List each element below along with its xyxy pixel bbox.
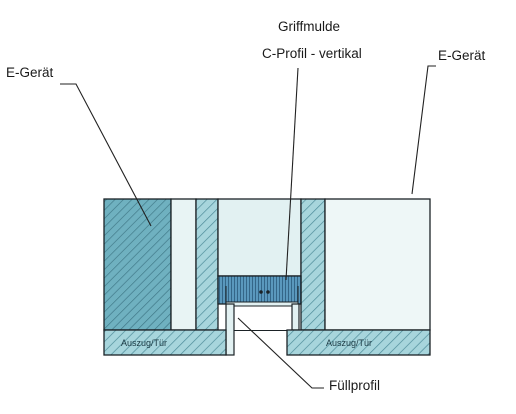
- label-auszug-tuer-left: Auszug/Tür: [121, 338, 168, 348]
- door-gap-cover: [234, 330, 287, 331]
- leader-fuellprofil: [237, 317, 324, 389]
- right-side-wall: [300, 198, 326, 331]
- label-e-geraet-left: E-Gerät: [6, 65, 54, 80]
- left-appliance-body: [103, 198, 172, 331]
- label-auszug-tuer-right: Auszug/Tür: [326, 338, 373, 348]
- c-profile-lower-lip: [225, 301, 299, 307]
- filler-profile-right: [291, 303, 300, 331]
- leader-left: [60, 83, 152, 227]
- left-appliance-panel: [170, 198, 197, 331]
- label-c-profil-vertikal: C-Profil - vertikal: [262, 46, 362, 61]
- c-profile-inner-edge: [225, 286, 299, 304]
- c-profile-screw-2: [266, 290, 270, 294]
- c-profile-screw-1: [259, 290, 263, 294]
- leader-griffmulde: [285, 67, 299, 281]
- leader-right: [411, 65, 436, 195]
- door-front-right: [286, 329, 431, 356]
- label-e-geraet-right: E-Gerät: [438, 48, 486, 63]
- door-front-left: [103, 329, 227, 356]
- left-side-wall: [195, 198, 219, 331]
- c-profile-grip: [217, 275, 302, 305]
- label-griffmulde: Griffmulde: [278, 19, 341, 34]
- label-fuellprofil: Füllprofil: [329, 378, 381, 393]
- filler-profile: [225, 303, 235, 356]
- right-appliance-body: [324, 198, 431, 331]
